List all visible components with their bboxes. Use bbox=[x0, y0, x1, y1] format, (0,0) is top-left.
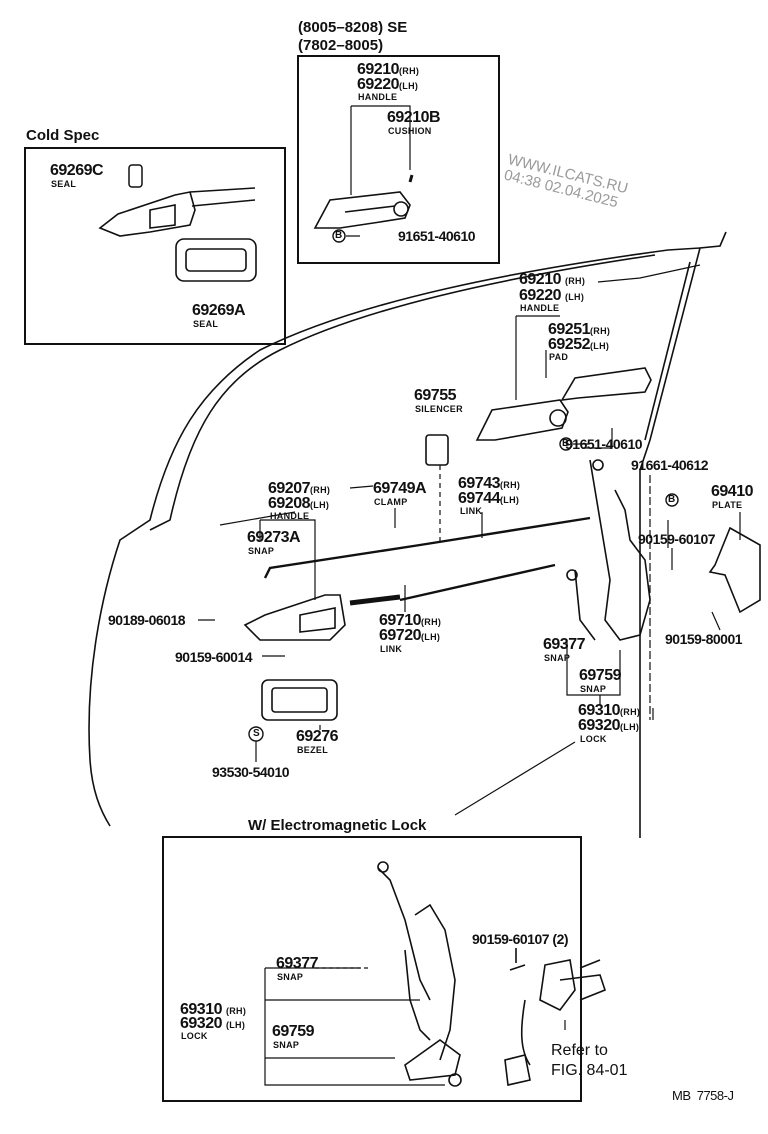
part-number-69410[interactable]: 69410 bbox=[711, 483, 754, 500]
door-window-frame bbox=[149, 254, 656, 531]
part-name-bezel: BEZEL bbox=[297, 745, 329, 755]
part-number-91651-40610[interactable]: 91651-40610 bbox=[565, 436, 643, 452]
part-name-lock-em: LOCK bbox=[181, 1031, 208, 1041]
se-title-line1: (8005–8208) SE bbox=[298, 19, 408, 36]
part-number-69273a[interactable]: 69273A bbox=[247, 529, 301, 546]
part-number-69252[interactable]: 69252(LH) bbox=[548, 336, 610, 353]
part-number-91661-40612[interactable]: 91661-40612 bbox=[631, 457, 709, 473]
part-number-69220-se[interactable]: 69220(LH) bbox=[357, 76, 419, 93]
marker-s: S bbox=[253, 728, 260, 739]
part-name-silencer: SILENCER bbox=[415, 404, 463, 414]
part-name-link-upper: LINK bbox=[460, 506, 483, 516]
em-lock-sketch bbox=[377, 867, 461, 1081]
part-name-handle-se: HANDLE bbox=[358, 92, 398, 102]
part-name-link-lower: LINK bbox=[380, 644, 403, 654]
part-number-69251[interactable]: 69251(RH) bbox=[548, 321, 611, 338]
em-actuator-sketch bbox=[504, 959, 606, 1086]
inner-handle-sketch bbox=[243, 594, 346, 641]
link-upper bbox=[263, 516, 591, 579]
part-name-seal-a: SEAL bbox=[193, 319, 219, 329]
part-number-69377-main[interactable]: 69377 bbox=[543, 636, 586, 653]
part-name-plate: PLATE bbox=[712, 500, 743, 510]
part-number-91651-40610-se[interactable]: 91651-40610 bbox=[398, 228, 476, 244]
link-spring bbox=[349, 594, 401, 606]
em-lock-title: W/ Electromagnetic Lock bbox=[248, 817, 427, 834]
part-number-69310-em[interactable]: 69310 (RH) bbox=[180, 1001, 247, 1018]
part-number-90189-06018[interactable]: 90189-06018 bbox=[108, 612, 186, 628]
part-number-69207[interactable]: 69207(RH) bbox=[268, 480, 331, 497]
part-number-69269a[interactable]: 69269A bbox=[192, 302, 246, 319]
door-inner-line bbox=[644, 261, 691, 441]
part-number-69743[interactable]: 69743(RH) bbox=[458, 475, 521, 492]
se-title-line2: (7802–8005) bbox=[298, 37, 384, 54]
part-number-90159-60014[interactable]: 90159-60014 bbox=[175, 649, 253, 665]
pad-sketch bbox=[560, 367, 652, 401]
marker-b-se: B bbox=[335, 230, 343, 241]
part-number-69749a[interactable]: 69749A bbox=[373, 480, 427, 497]
cold-spec-inset bbox=[24, 147, 286, 345]
part-number-69276[interactable]: 69276 bbox=[296, 728, 339, 745]
link-lower bbox=[399, 563, 556, 602]
part-number-90159-80001[interactable]: 90159-80001 bbox=[665, 631, 743, 647]
part-name-cushion: CUSHION bbox=[388, 126, 432, 136]
part-name-lock-main: LOCK bbox=[580, 734, 607, 744]
lock-assembly-sketch bbox=[574, 459, 651, 641]
fig-reference-line2[interactable]: FIG. 84-01 bbox=[551, 1062, 628, 1079]
part-number-69710[interactable]: 69710(RH) bbox=[379, 612, 442, 629]
door-outline bbox=[88, 231, 727, 838]
part-name-snap-69759-em: SNAP bbox=[273, 1040, 300, 1050]
part-number-69208[interactable]: 69208(LH) bbox=[268, 495, 330, 512]
part-number-69320-main[interactable]: 69320(LH) bbox=[578, 717, 640, 734]
part-number-69210-se[interactable]: 69210(RH) bbox=[357, 61, 420, 78]
silencer-icon bbox=[425, 434, 449, 466]
cold-spec-handle-sketch bbox=[98, 187, 256, 237]
part-number-90159-60107[interactable]: 90159-60107 bbox=[638, 531, 716, 547]
part-number-69210b[interactable]: 69210B bbox=[387, 109, 441, 126]
se-inset bbox=[297, 55, 500, 264]
part-number-69269c[interactable]: 69269C bbox=[50, 162, 104, 179]
fig-reference-line1: Refer to bbox=[551, 1042, 608, 1059]
part-number-69759-em[interactable]: 69759 bbox=[272, 1023, 315, 1040]
part-number-69377-em[interactable]: 69377 bbox=[276, 955, 319, 972]
outer-handle-sketch bbox=[475, 399, 569, 441]
part-number-69755[interactable]: 69755 bbox=[414, 387, 457, 404]
part-number-69220-main[interactable]: 69220 (LH) bbox=[519, 287, 585, 304]
part-number-69720[interactable]: 69720(LH) bbox=[379, 627, 441, 644]
figure-code: MB 7758-J bbox=[672, 1088, 734, 1103]
part-name-inner-handle: HANDLE bbox=[270, 511, 310, 521]
part-number-69320-em[interactable]: 69320 (LH) bbox=[180, 1015, 246, 1032]
part-number-69210-main[interactable]: 69210 (RH) bbox=[519, 271, 586, 288]
part-number-69759-main[interactable]: 69759 bbox=[579, 667, 622, 684]
part-name-snap-69759-main: SNAP bbox=[580, 684, 607, 694]
part-name-snap-69377-main: SNAP bbox=[544, 653, 571, 663]
plate-icon bbox=[708, 526, 761, 614]
part-name-clamp: CLAMP bbox=[374, 497, 408, 507]
cold-spec-seal-a-icon bbox=[175, 238, 257, 282]
part-name-snap-a: SNAP bbox=[248, 546, 275, 556]
part-number-69310-main[interactable]: 69310(RH) bbox=[578, 702, 641, 719]
part-number-69744[interactable]: 69744(LH) bbox=[458, 490, 520, 507]
bezel-icon bbox=[261, 679, 338, 721]
part-name-snap-69377-em: SNAP bbox=[277, 972, 304, 982]
cold-spec-seal-c-icon bbox=[128, 164, 143, 188]
marker-b-lock: B bbox=[668, 494, 676, 505]
part-name-seal-c: SEAL bbox=[51, 179, 77, 189]
electromagnetic-lock-inset bbox=[162, 836, 582, 1102]
marker-b-outer: B bbox=[562, 438, 570, 449]
part-name-pad: PAD bbox=[549, 352, 569, 362]
part-number-93530-54010[interactable]: 93530-54010 bbox=[212, 764, 290, 780]
part-number-90159-60107-em[interactable]: 90159-60107 (2) bbox=[472, 931, 569, 947]
cold-spec-title: Cold Spec bbox=[26, 127, 100, 144]
part-name-outer-handle: HANDLE bbox=[520, 303, 560, 313]
